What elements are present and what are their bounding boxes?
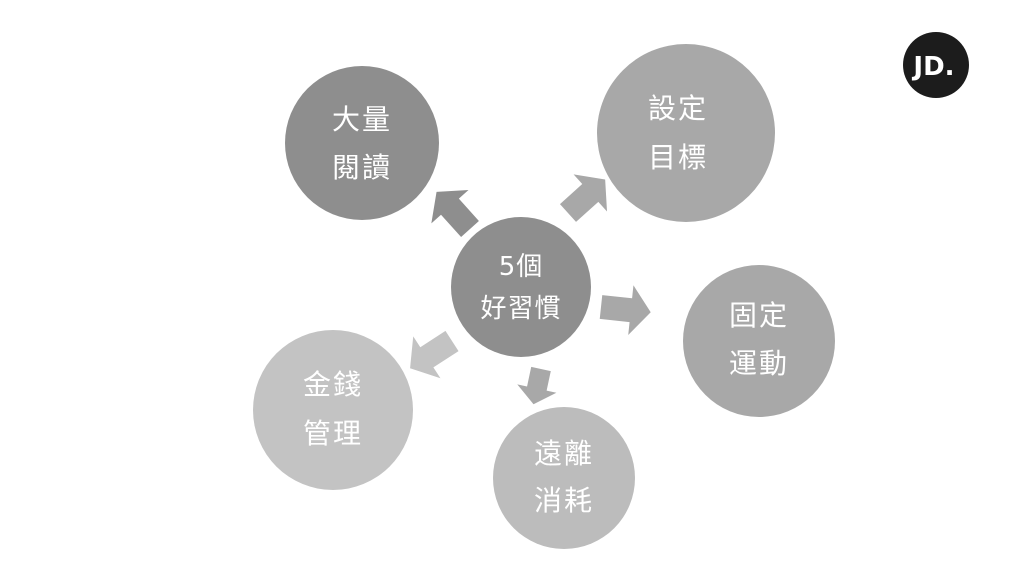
arrow-to-money (410, 330, 459, 379)
node-money-circle (253, 330, 413, 490)
center-circle (451, 217, 591, 357)
node-goals-line2: 目標 (648, 141, 708, 174)
node-distance-circle (493, 407, 635, 549)
node-goals-circle (597, 44, 775, 222)
arrow-to-goals (559, 174, 608, 222)
arrow-to-distance (517, 366, 557, 405)
logo-text: JD. (911, 52, 954, 82)
node-exercise-line2: 運動 (729, 347, 789, 380)
node-exercise-line1: 固定 (729, 299, 789, 332)
center-node: 5個 好習慣 (451, 217, 591, 357)
node-exercise-circle (683, 265, 835, 417)
center-line1: 5個 (499, 252, 544, 282)
node-exercise: 固定 運動 (683, 265, 835, 417)
node-goals-line1: 設定 (648, 92, 708, 125)
center-line2: 好習慣 (480, 294, 561, 324)
logo: JD. (903, 32, 969, 98)
logo-circle (903, 32, 969, 98)
node-reading-line1: 大量 (332, 103, 392, 136)
arrow-to-reading (431, 189, 479, 238)
node-money: 金錢 管理 (253, 330, 413, 490)
node-goals: 設定 目標 (597, 44, 775, 222)
node-distance: 遠離 消耗 (493, 407, 635, 549)
node-money-line1: 金錢 (303, 368, 363, 401)
node-distance-line2: 消耗 (534, 484, 594, 517)
arrow-to-exercise (599, 285, 651, 335)
node-reading-line2: 閱讀 (332, 151, 392, 184)
node-reading-circle (285, 66, 439, 220)
node-reading: 大量 閱讀 (285, 66, 439, 220)
node-distance-line1: 遠離 (534, 437, 594, 470)
node-money-line2: 管理 (303, 417, 363, 450)
